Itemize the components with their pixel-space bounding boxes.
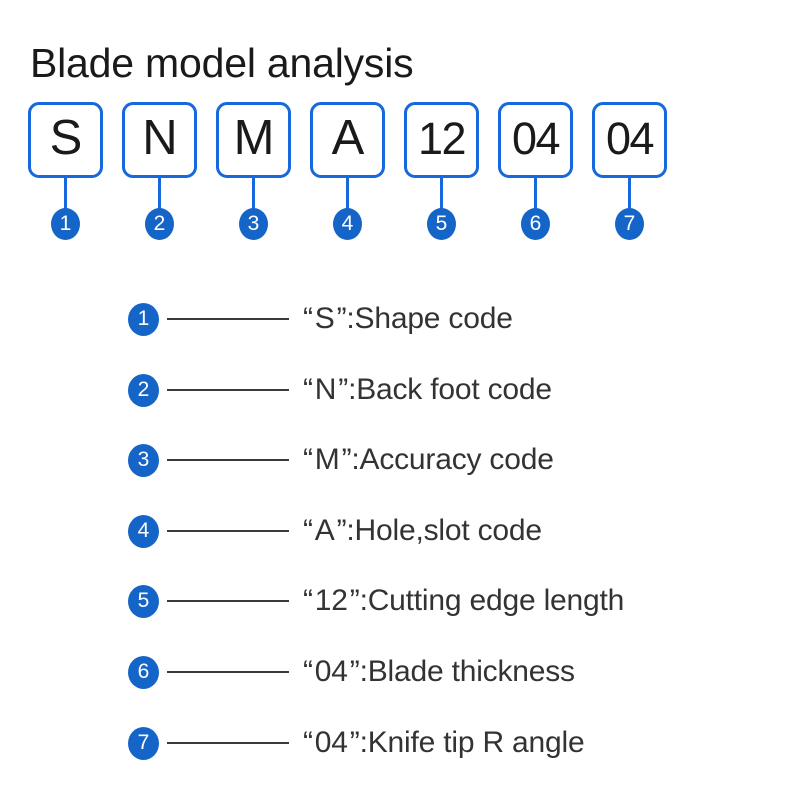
code-badge-5[interactable]: 5: [427, 208, 456, 240]
legend-code-value: M: [314, 443, 340, 476]
quote-close: ”: [349, 726, 360, 759]
legend-row-4[interactable]: 4 “A”:Hole,slot code: [128, 514, 542, 548]
code-box-value: N: [142, 111, 177, 165]
legend-badge-number: 1: [137, 307, 150, 330]
code-badge-number: 2: [153, 212, 166, 235]
legend-badge-number: 6: [137, 660, 150, 683]
legend-description-7: “04”:Knife tip R angle: [303, 726, 585, 760]
code-badge-3[interactable]: 3: [239, 208, 268, 240]
code-badge-number: 4: [341, 212, 354, 235]
legend-code-value: 04: [314, 726, 348, 759]
quote-open: “: [303, 514, 313, 547]
legend-description-6: “04”:Blade thickness: [303, 655, 575, 689]
code-badge-number: 5: [435, 212, 448, 235]
legend-description-2: “N”:Back foot code: [303, 373, 552, 407]
quote-open: “: [303, 655, 313, 688]
code-badge-number: 1: [59, 212, 72, 235]
legend-badge-6[interactable]: 6: [128, 655, 159, 689]
legend-leader-line-6: [167, 671, 289, 673]
page-title: Blade model analysis: [30, 40, 414, 86]
legend-row-2[interactable]: 2 “N”:Back foot code: [128, 373, 552, 407]
quote-open: “: [303, 443, 313, 476]
legend-badge-number: 2: [137, 378, 150, 401]
legend-badge-4[interactable]: 4: [128, 514, 159, 548]
code-box-2[interactable]: N: [122, 102, 197, 178]
legend-description-text: :Hole,slot code: [346, 514, 542, 547]
legend-code-value: 04: [314, 655, 348, 688]
connector-line-6: [534, 178, 537, 210]
quote-close: ”: [336, 514, 347, 547]
connector-line-1: [64, 178, 67, 210]
connector-line-7: [628, 178, 631, 210]
code-box-value: M: [233, 111, 275, 165]
legend-description-1: “S”:Shape code: [303, 302, 513, 336]
code-badge-1[interactable]: 1: [51, 208, 80, 240]
legend-leader-line-3: [167, 459, 289, 461]
legend-badge-number: 5: [137, 589, 150, 612]
legend-row-5[interactable]: 5 “12”:Cutting edge length: [128, 584, 624, 618]
code-box-1[interactable]: S: [28, 102, 103, 178]
legend-description-text: :Blade thickness: [359, 655, 575, 688]
code-box-5[interactable]: 12: [404, 102, 479, 178]
legend-description-3: “M”:Accuracy code: [303, 443, 554, 477]
legend-code-value: S: [314, 302, 335, 335]
legend-leader-line-1: [167, 318, 289, 320]
quote-open: “: [303, 373, 313, 406]
legend-description-4: “A”:Hole,slot code: [303, 514, 542, 548]
legend-code-value: N: [314, 373, 337, 406]
legend-row-6[interactable]: 6 “04”:Blade thickness: [128, 655, 575, 689]
legend-code-value: 12: [314, 584, 348, 617]
code-box-3[interactable]: M: [216, 102, 291, 178]
legend-badge-number: 3: [137, 448, 150, 471]
legend-description-5: “12”:Cutting edge length: [303, 584, 624, 618]
code-badge-4[interactable]: 4: [333, 208, 362, 240]
code-box-value: 04: [511, 113, 561, 164]
legend-badge-number: 7: [137, 731, 150, 754]
code-badge-6[interactable]: 6: [521, 208, 550, 240]
connector-line-5: [440, 178, 443, 210]
legend-badge-7[interactable]: 7: [128, 726, 159, 760]
code-badge-2[interactable]: 2: [145, 208, 174, 240]
legend-leader-line-5: [167, 600, 289, 602]
legend-leader-line-7: [167, 742, 289, 744]
legend-badge-5[interactable]: 5: [128, 584, 159, 618]
code-box-value: 04: [605, 113, 655, 164]
code-badge-number: 3: [247, 212, 260, 235]
connector-line-4: [346, 178, 349, 210]
legend-row-7[interactable]: 7 “04”:Knife tip R angle: [128, 726, 585, 760]
legend-badge-number: 4: [137, 519, 150, 542]
legend-badge-1[interactable]: 1: [128, 302, 159, 336]
connector-line-2: [158, 178, 161, 210]
code-box-4[interactable]: A: [310, 102, 385, 178]
code-badge-number: 7: [623, 212, 636, 235]
legend-leader-line-2: [167, 389, 289, 391]
quote-close: ”: [349, 655, 360, 688]
legend-row-1[interactable]: 1 “S”:Shape code: [128, 302, 513, 336]
legend-row-3[interactable]: 3 “M”:Accuracy code: [128, 443, 554, 477]
code-box-7[interactable]: 04: [592, 102, 667, 178]
quote-open: “: [303, 726, 313, 759]
code-box-value: 12: [417, 113, 467, 164]
quote-open: “: [303, 302, 313, 335]
legend-description-text: :Back foot code: [348, 373, 552, 406]
legend-code-value: A: [314, 514, 335, 547]
code-badge-number: 6: [529, 212, 542, 235]
code-box-6[interactable]: 04: [498, 102, 573, 178]
quote-close: ”: [341, 443, 352, 476]
legend-description-text: :Knife tip R angle: [359, 726, 585, 759]
quote-close: ”: [349, 584, 360, 617]
legend-description-text: :Accuracy code: [351, 443, 554, 476]
legend-badge-2[interactable]: 2: [128, 373, 159, 407]
quote-close: ”: [336, 302, 347, 335]
legend-description-text: :Shape code: [346, 302, 513, 335]
legend-badge-3[interactable]: 3: [128, 443, 159, 477]
legend-description-text: :Cutting edge length: [359, 584, 625, 617]
code-box-value: S: [49, 111, 83, 165]
code-badge-7[interactable]: 7: [615, 208, 644, 240]
quote-close: ”: [338, 373, 349, 406]
quote-open: “: [303, 584, 313, 617]
code-box-value: A: [331, 111, 365, 165]
connector-line-3: [252, 178, 255, 210]
legend-leader-line-4: [167, 530, 289, 532]
